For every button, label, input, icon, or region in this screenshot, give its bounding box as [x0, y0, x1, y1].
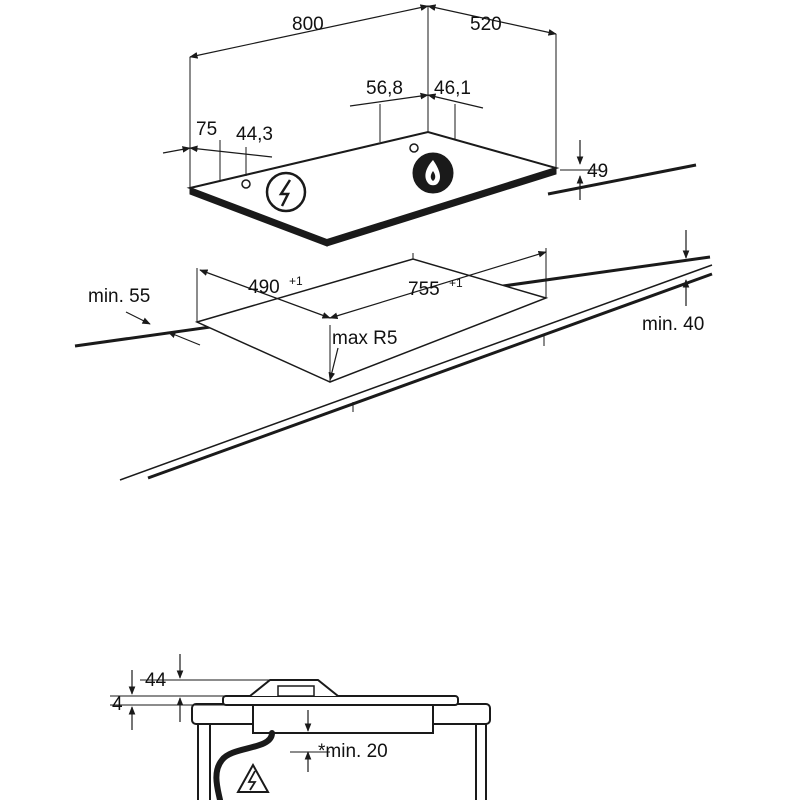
dim-min-55-arrow-bottom [167, 331, 201, 346]
electric-hazard-icon [265, 171, 307, 213]
label-max-r5: max R5 [332, 328, 397, 349]
worktop-edge-line [547, 163, 697, 196]
label-44-3: 44,3 [236, 124, 273, 145]
gas-connection-point [409, 143, 419, 153]
electric-connection-point [241, 179, 251, 189]
cutout-view [74, 230, 713, 481]
label-755-tolerance: +1 [449, 276, 463, 290]
hob-top-view [162, 4, 697, 247]
label-49: 49 [587, 161, 608, 182]
side-view [110, 654, 491, 800]
side-hob-body [252, 704, 434, 734]
worktop-front-line-1 [119, 264, 713, 481]
gas-flame-icon [412, 152, 454, 194]
dim-75-line [162, 146, 191, 154]
label-46-1: 46,1 [434, 78, 471, 99]
label-800: 800 [292, 14, 324, 35]
label-min-55: min. 55 [88, 286, 150, 307]
label-56-8: 56,8 [366, 78, 403, 99]
side-cable [213, 730, 275, 800]
label-min-40: min. 40 [642, 314, 704, 335]
dim-490-line [199, 269, 331, 319]
hob-edge-right [326, 167, 557, 247]
dim-56-8-line [349, 92, 429, 107]
label-4: 4 [112, 694, 123, 715]
dim-520-line [427, 4, 557, 36]
label-520: 520 [470, 14, 502, 35]
label-755: 755 [408, 279, 440, 300]
label-75: 75 [196, 119, 217, 140]
label-490: 490 [248, 277, 280, 298]
dim-755-line [329, 250, 547, 320]
max-r5-leader [328, 347, 339, 381]
label-min-20: *min. 20 [318, 741, 388, 762]
electric-hazard-icon [236, 762, 270, 793]
dim-46-1-line [427, 93, 484, 109]
dim-44-3-line [189, 145, 273, 158]
side-hob-plate [222, 695, 459, 706]
worktop-front-line-2 [147, 272, 713, 480]
label-490-tolerance: +1 [289, 274, 303, 288]
label-44: 44 [145, 670, 167, 691]
dim-800-line [189, 4, 429, 59]
dim-min-55-arrow-top [125, 311, 151, 325]
